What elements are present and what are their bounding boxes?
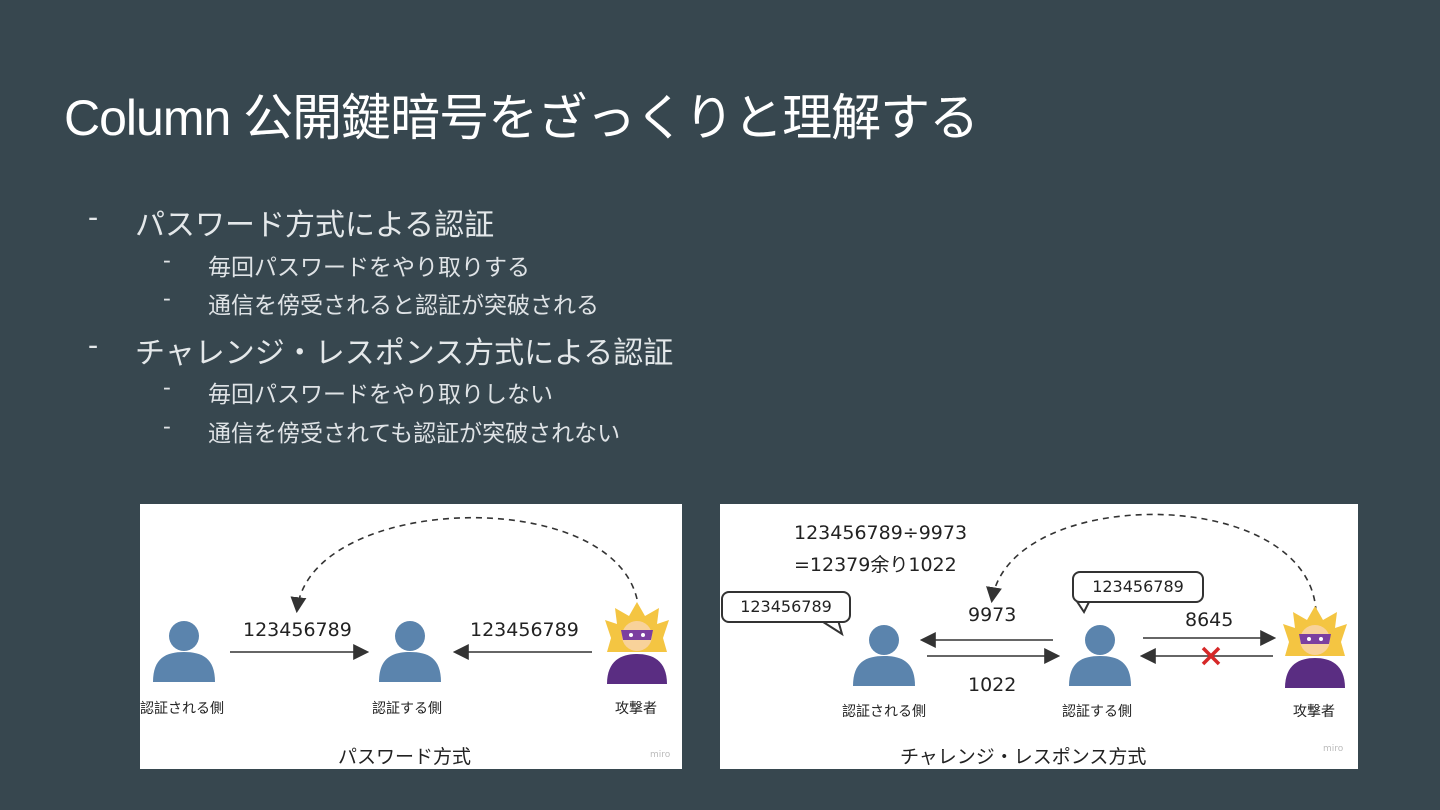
bullet-text: 毎回パスワードをやり取りする — [208, 255, 530, 281]
response-value: 1022 — [968, 674, 1017, 696]
attacker-label: 攻撃者 — [615, 701, 657, 717]
diagram-caption: パスワード方式 — [338, 746, 472, 768]
replay-value: 123456789 — [470, 619, 579, 641]
user-icon — [853, 625, 915, 686]
miro-watermark: miro — [650, 750, 671, 760]
authenticated-side-label: 認証される側 — [140, 701, 224, 717]
bullet-dash: - — [163, 248, 171, 274]
bullet-text: チャレンジ・レスポンス方式による認証 — [135, 336, 674, 371]
password-diagram: 123456789 123456789 認証される側 認証する側 攻撃者 パスワ… — [140, 504, 682, 769]
miro-watermark: miro — [1323, 744, 1344, 754]
center-bubble: 123456789 — [1072, 571, 1204, 603]
user-icon — [153, 621, 215, 682]
bubble-tail — [819, 619, 844, 637]
bullet-text: パスワード方式による認証 — [135, 208, 495, 243]
diagram-caption: チャレンジ・レスポンス方式 — [900, 746, 1147, 768]
calc-line-1: 123456789÷9973 — [794, 522, 968, 544]
authenticator-label: 認証する側 — [1062, 704, 1132, 720]
slide-title: Column 公開鍵暗号をざっくりと理解する — [64, 90, 979, 146]
attacker-value: 8645 — [1185, 609, 1234, 631]
challenge-diagram-lines — [819, 513, 1347, 688]
bullet-dash: - — [88, 328, 99, 363]
user-icon — [379, 621, 441, 682]
challenge-diagram: 123456789÷9973 =12379余り1022 123456789 12… — [720, 504, 1358, 769]
password-diagram-lines — [153, 517, 669, 684]
supervillain-icon — [1283, 606, 1347, 688]
reject-x-icon — [1201, 646, 1221, 666]
bullet-dash: - — [163, 375, 171, 401]
bullet-dash: - — [88, 200, 99, 235]
intercept-dashed-arrow — [290, 517, 638, 614]
left-bubble: 123456789 — [721, 591, 851, 623]
user-icon — [1069, 625, 1131, 686]
bullet-dash: - — [163, 286, 171, 312]
authenticator-label: 認証する側 — [372, 701, 442, 717]
intercept-dashed-arrow — [986, 513, 1317, 613]
bullet-text: 通信を傍受されても認証が突破されない — [208, 421, 621, 447]
calc-line-2: =12379余り1022 — [794, 554, 957, 576]
authenticated-side-label: 認証される側 — [842, 704, 926, 720]
bullet-text: 毎回パスワードをやり取りしない — [208, 382, 553, 408]
bubble-tail — [1075, 599, 1091, 614]
supervillain-icon — [605, 602, 669, 684]
bullet-dash: - — [163, 414, 171, 440]
send-value: 123456789 — [243, 619, 352, 641]
bullet-text: 通信を傍受されると認証が突破される — [208, 293, 599, 319]
challenge-value: 9973 — [968, 604, 1017, 626]
attacker-label: 攻撃者 — [1293, 704, 1335, 720]
